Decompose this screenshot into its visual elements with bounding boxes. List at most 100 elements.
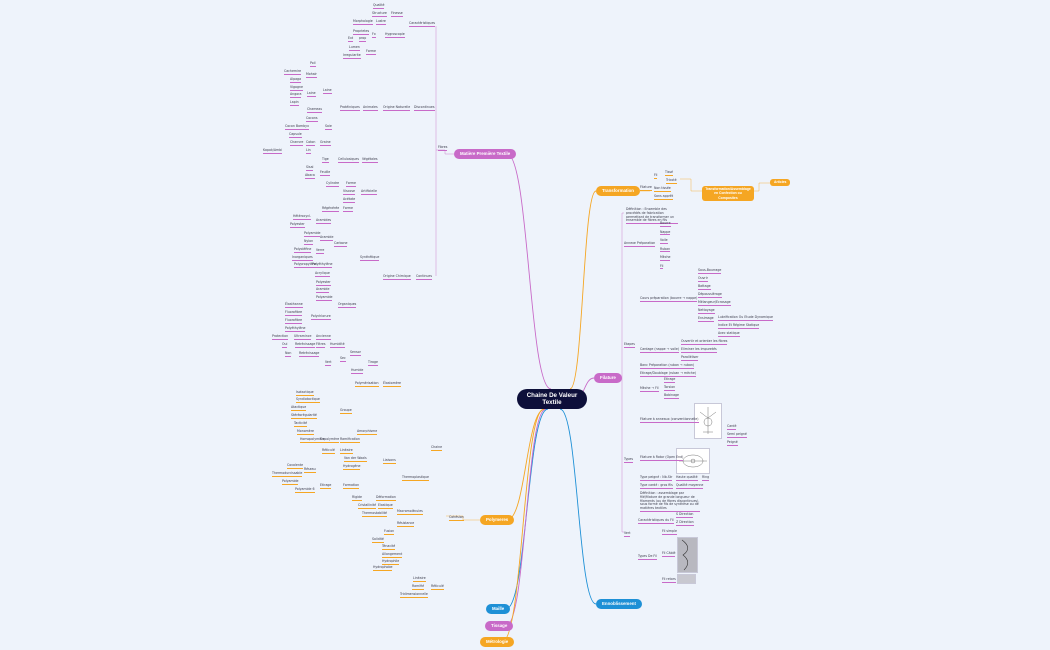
root-node[interactable]: Chaine De Valeur Textile: [517, 389, 587, 409]
topic-label[interactable]: Sisal: [306, 165, 314, 171]
topic-label[interactable]: Non tissée: [654, 186, 671, 192]
topic-label[interactable]: Indice Et Régime Statique: [718, 323, 760, 329]
articles-node[interactable]: Articles: [770, 179, 791, 186]
topic-label[interactable]: Mèche: [660, 255, 671, 261]
topic-label[interactable]: Élasthanne: [285, 302, 303, 308]
topic-label[interactable]: Stéréorégularité: [291, 413, 317, 419]
topic-label[interactable]: Lubrification Ou Etude Dynamique: [718, 315, 773, 321]
topic-label[interactable]: Soie: [325, 124, 332, 130]
topic-label[interactable]: Ouvertir et orienter les fibres: [681, 339, 728, 345]
topic-label[interactable]: Polyoléfine: [294, 247, 312, 253]
topic-label[interactable]: Aramide: [320, 235, 334, 241]
topic-label[interactable]: Hétérocycl.: [293, 214, 312, 220]
topic-label[interactable]: Nylon: [304, 239, 314, 245]
topic-label[interactable]: Tissé: [665, 170, 674, 176]
branch-matiere-premiere[interactable]: Matière Première Textile: [454, 149, 517, 159]
topic-label[interactable]: Polychlorure: [311, 314, 331, 320]
topic-label[interactable]: Continues: [416, 274, 432, 280]
topic-label[interactable]: Structure: [372, 11, 387, 17]
topic-label[interactable]: Polymérisation: [355, 381, 379, 387]
topic-label[interactable]: Ensimage: [698, 316, 714, 322]
topic-label[interactable]: Fluorofibre: [285, 318, 303, 324]
topic-label[interactable]: Ext: [348, 36, 354, 42]
branch-filature[interactable]: Filature: [594, 373, 622, 383]
topic-label[interactable]: Atactique: [291, 405, 307, 411]
topic-label[interactable]: Coton: [306, 140, 316, 146]
topic-label[interactable]: Fluorofibre: [285, 310, 303, 316]
topic-label[interactable]: Mohair: [306, 72, 317, 78]
topic-label[interactable]: Bobinage: [664, 393, 680, 399]
topic-label[interactable]: Poil: [310, 61, 316, 67]
topic-label[interactable]: Type cardé : gros fils: [640, 483, 673, 489]
topic-label[interactable]: Lumen: [349, 45, 360, 51]
topic-label[interactable]: Groupe: [340, 408, 352, 414]
topic-label[interactable]: Fusion: [384, 529, 395, 535]
topic-label[interactable]: Linéaire: [413, 576, 426, 582]
topic-label[interactable]: Proprietes: [353, 29, 370, 35]
topic-label[interactable]: Types De Fil: [638, 554, 657, 560]
topic-label[interactable]: Fil Câblé: [662, 551, 676, 557]
branch-ennoblissement[interactable]: Ennoblissement: [596, 599, 642, 609]
assemblage-node[interactable]: Transformation/Assemblage en Confection …: [702, 186, 754, 202]
topic-label[interactable]: Caractéristiques du Fil: [638, 518, 674, 524]
topic-label[interactable]: Polyester: [290, 222, 305, 228]
topic-label[interactable]: Torsion: [664, 385, 676, 391]
topic-label[interactable]: Allongement: [382, 552, 403, 558]
topic-label[interactable]: Origine Chimique: [383, 274, 411, 280]
topic-label[interactable]: Feuille: [320, 170, 331, 176]
topic-label[interactable]: Fil: [660, 263, 664, 270]
topic-label[interactable]: Sous-Bourrage: [698, 268, 722, 274]
topic-label[interactable]: Réticulé: [322, 448, 335, 454]
topic-label[interactable]: Protéiniques: [340, 105, 360, 111]
topic-label[interactable]: Irregularite: [343, 53, 361, 59]
topic-label[interactable]: Viscose: [343, 189, 355, 195]
topic-label[interactable]: Hydrophobe: [373, 565, 393, 571]
topic-label[interactable]: Vert: [624, 531, 631, 537]
topic-label[interactable]: Cocon Bombyx: [285, 124, 309, 130]
topic-label[interactable]: Sans apprêt: [654, 194, 674, 200]
topic-label[interactable]: Isotactique: [296, 390, 314, 396]
topic-label[interactable]: Lapin: [290, 100, 299, 106]
topic-label[interactable]: Capsule: [289, 132, 302, 138]
topic-label[interactable]: Polyéthylène: [285, 326, 306, 332]
topic-label[interactable]: Etirage: [664, 377, 676, 383]
topic-label[interactable]: Verre: [316, 248, 325, 254]
topic-label[interactable]: Non: [285, 351, 292, 357]
topic-label[interactable]: Finesse: [391, 11, 403, 17]
topic-label[interactable]: Tricoté: [666, 178, 677, 184]
topic-label[interactable]: Homopolymère: [300, 437, 325, 443]
topic-label[interactable]: Monomère: [297, 429, 314, 435]
topic-label[interactable]: Eliminer les impuretés: [681, 347, 717, 353]
topic-label[interactable]: Retrécissage: [295, 342, 316, 348]
topic-label[interactable]: Acrylique: [315, 271, 330, 277]
topic-label[interactable]: Ténacité: [382, 544, 396, 550]
topic-label[interactable]: Fil retors: [662, 577, 676, 583]
topic-label[interactable]: Caractéristiques: [409, 21, 436, 27]
topic-label[interactable]: Lustre: [376, 19, 386, 25]
topic-label[interactable]: Ring: [702, 475, 710, 481]
branch-transformation[interactable]: Transformation: [596, 186, 640, 196]
topic-label[interactable]: Qualité moyenne: [676, 483, 704, 489]
topic-label[interactable]: Sec: [340, 356, 346, 362]
filature-definition[interactable]: Définition : Ensemble des procédés de fa…: [626, 207, 678, 225]
topic-label[interactable]: Dépoussiérage: [698, 292, 722, 298]
topic-label[interactable]: Réseau: [304, 467, 316, 473]
topic-label[interactable]: Sensor: [350, 350, 361, 356]
topic-label[interactable]: Régénérée: [322, 206, 340, 212]
topic-label[interactable]: Macromolécules: [397, 509, 423, 515]
topic-label[interactable]: Ancienne: [316, 334, 331, 340]
topic-label[interactable]: Tridimensionnelle: [400, 592, 428, 598]
topic-label[interactable]: Liaisons: [383, 458, 396, 464]
topic-label[interactable]: Morphologie: [353, 19, 373, 25]
branch-tissage[interactable]: Tissage: [485, 621, 514, 631]
topic-label[interactable]: Polyamide: [282, 479, 299, 485]
topic-label[interactable]: Ramifié: [412, 584, 425, 590]
topic-label[interactable]: Humidité: [330, 342, 345, 348]
topic-label[interactable]: Rigide: [352, 495, 362, 501]
topic-label[interactable]: Hydrophile: [382, 559, 400, 565]
topic-label[interactable]: Acétate: [343, 197, 356, 203]
topic-label[interactable]: Humide: [351, 368, 364, 374]
topic-label[interactable]: Avec statique: [718, 331, 740, 337]
branch-maille[interactable]: Maille: [486, 604, 511, 614]
topic-label[interactable]: Laine: [307, 91, 316, 97]
